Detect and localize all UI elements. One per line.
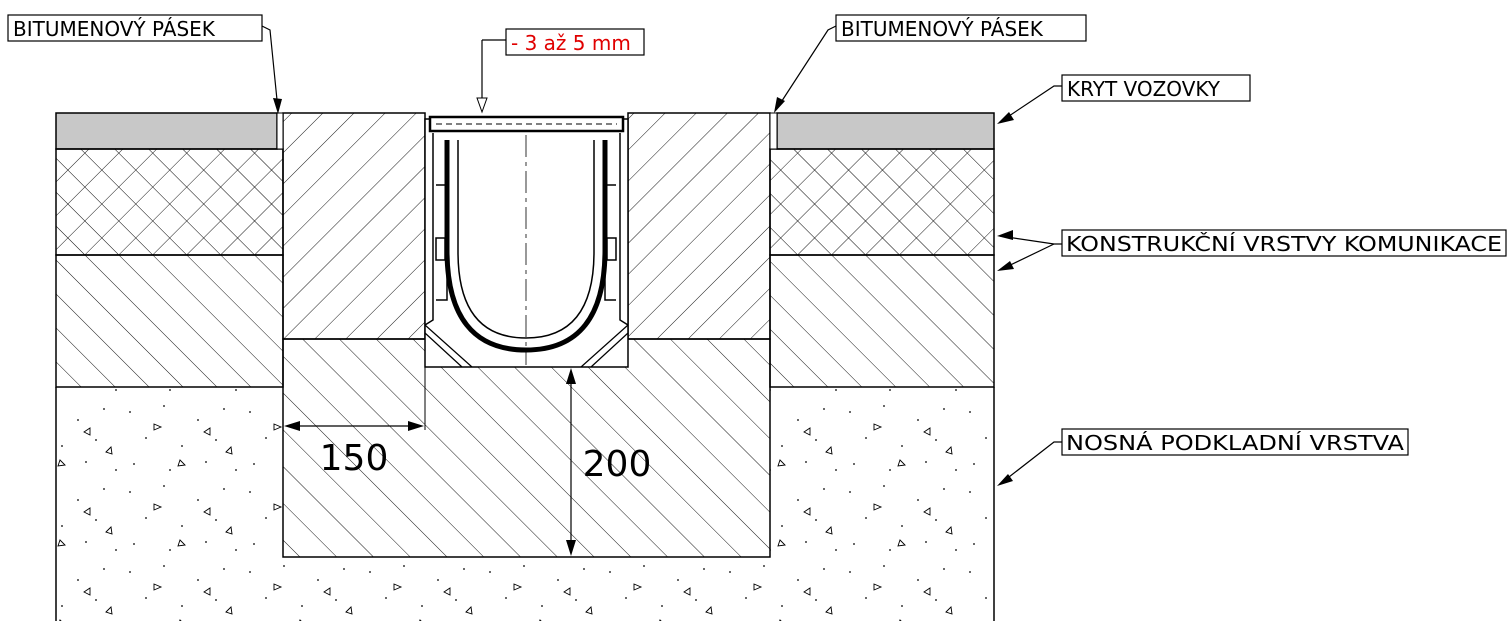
label-construction-layers: KONSTRUKČNÍ VRSTVY KOMUNIKACE (1066, 232, 1502, 256)
label-bitumen-right: BITUMENOVÝ PÁSEK (841, 17, 1044, 41)
left-asphalt-surface (55, 112, 278, 150)
left-concrete-haunch (282, 112, 426, 340)
right-bitumen-strip (769, 112, 778, 150)
label-tolerance: - 3 až 5 mm (511, 31, 631, 55)
left-hatched-layer (55, 254, 284, 388)
label-bitumen-left: BITUMENOVÝ PÁSEK (13, 17, 216, 41)
left-bitumen-strip (276, 112, 284, 150)
label-road-surface: KRYT VOZOVKY (1067, 77, 1221, 101)
label-box-road-surface (1061, 74, 1251, 102)
dimension-width-value: 150 (320, 438, 389, 479)
drainage-channel (424, 115, 629, 368)
label-box-bitumen-right (835, 14, 1087, 42)
right-concrete-haunch (627, 112, 771, 340)
dimension-depth: 200 (566, 368, 651, 556)
right-crosshatch-layer (769, 148, 995, 256)
right-asphalt-surface (776, 112, 995, 150)
label-box-base-layer (1061, 428, 1409, 456)
label-base-layer: NOSNÁ PODKLADNÍ VRSTVA (1066, 431, 1404, 455)
label-box-bitumen-left (7, 14, 263, 42)
concrete-bed-hatch (283, 339, 770, 557)
left-crosshatch-layer (55, 148, 284, 256)
label-box-tolerance (505, 28, 645, 56)
right-hatched-layer (769, 254, 995, 388)
label-box-construction-layers (1061, 229, 1507, 257)
dimension-width: 150 (284, 339, 426, 479)
leader-lines (261, 25, 1062, 485)
leader-arrowheads (273, 97, 1014, 486)
dimension-depth-value: 200 (583, 444, 652, 485)
